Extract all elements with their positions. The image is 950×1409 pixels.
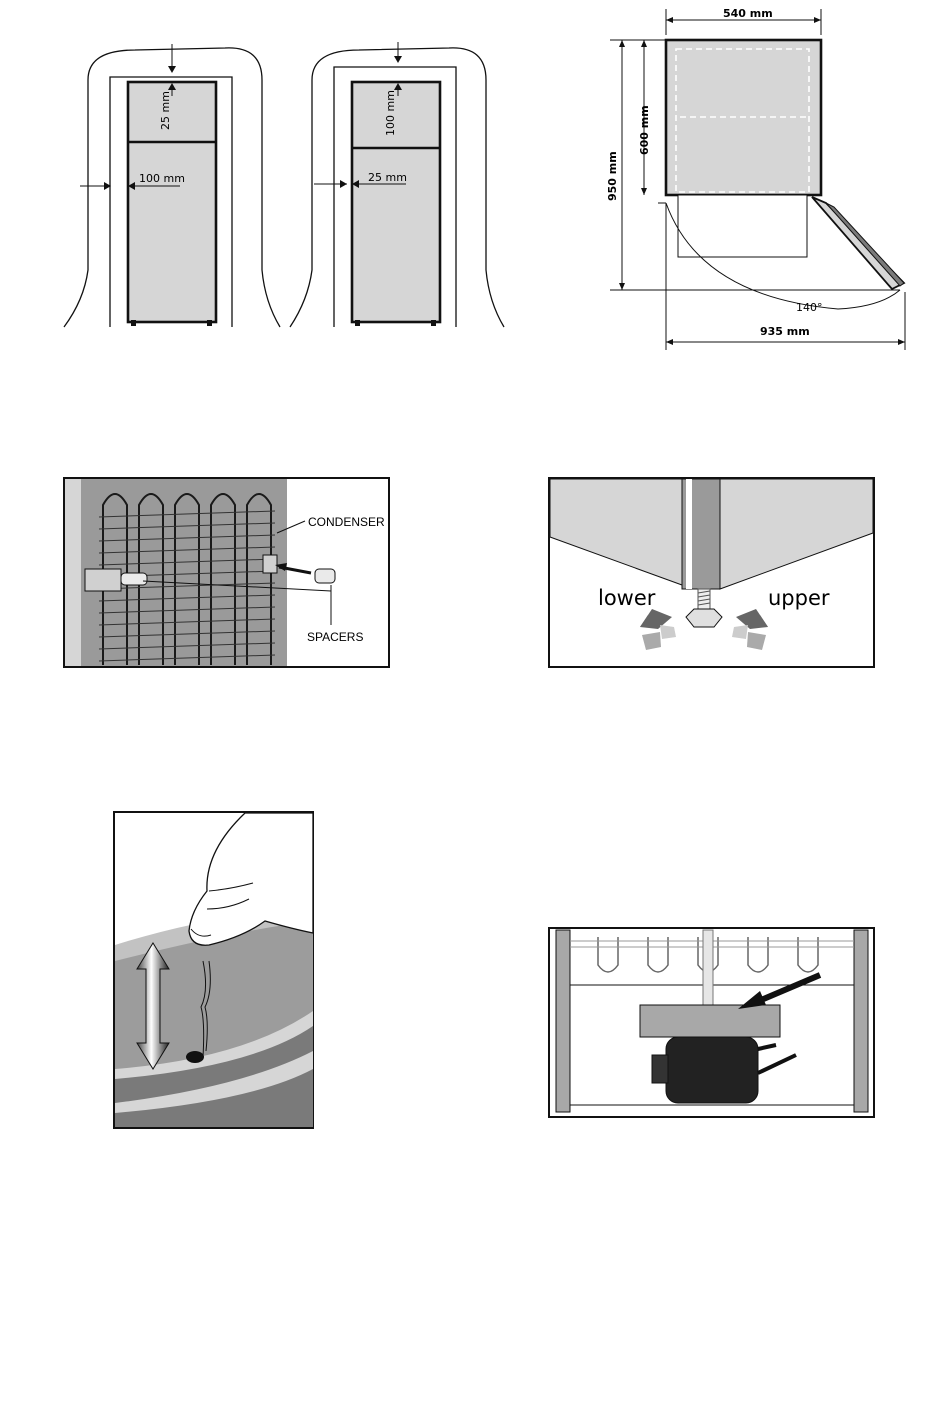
depth-label: 600 mm [638, 105, 651, 155]
spacers-label: SPACERS [307, 630, 363, 644]
width-label: 540 mm [723, 7, 773, 20]
height-label: 950 mm [606, 151, 619, 201]
condenser-svg: CONDENSER SPACERS [63, 477, 391, 669]
clearance-diagram-a: 25 mm 100 mm [60, 40, 290, 340]
clearance-a-svg: 25 mm 100 mm [60, 40, 290, 340]
dimensions-svg: 540 mm 950 mm 600 mm 140° 935 mm [600, 5, 920, 355]
upper-label: upper [768, 586, 830, 610]
clearance-b-svg: 100 mm 25 mm [284, 40, 514, 340]
condenser-diagram: CONDENSER SPACERS [63, 477, 391, 669]
leveling-svg: lower upper [548, 477, 876, 669]
clearance-diagram-b: 100 mm 25 mm [284, 40, 514, 340]
dimensions-diagram: 540 mm 950 mm 600 mm 140° 935 mm [600, 5, 920, 355]
clearance-b-top-label: 100 mm [384, 90, 397, 136]
lower-label: lower [598, 586, 656, 610]
clearance-a-top-label: 25 mm [159, 91, 172, 130]
clearance-a-side-label: 100 mm [139, 172, 185, 185]
clearance-b-side-label: 25 mm [368, 171, 407, 184]
compressor-diagram [548, 927, 876, 1119]
drain-cleaning-svg [113, 811, 315, 1131]
angle-label: 140° [796, 301, 823, 314]
total-depth-label: 935 mm [760, 325, 810, 338]
drain-hole [186, 1051, 204, 1063]
leveling-screw [698, 589, 710, 609]
leveling-diagram: lower upper [548, 477, 876, 669]
compressor-svg [548, 927, 876, 1119]
drain-cleaning-diagram [113, 811, 315, 1131]
condenser-label: CONDENSER [308, 515, 385, 529]
